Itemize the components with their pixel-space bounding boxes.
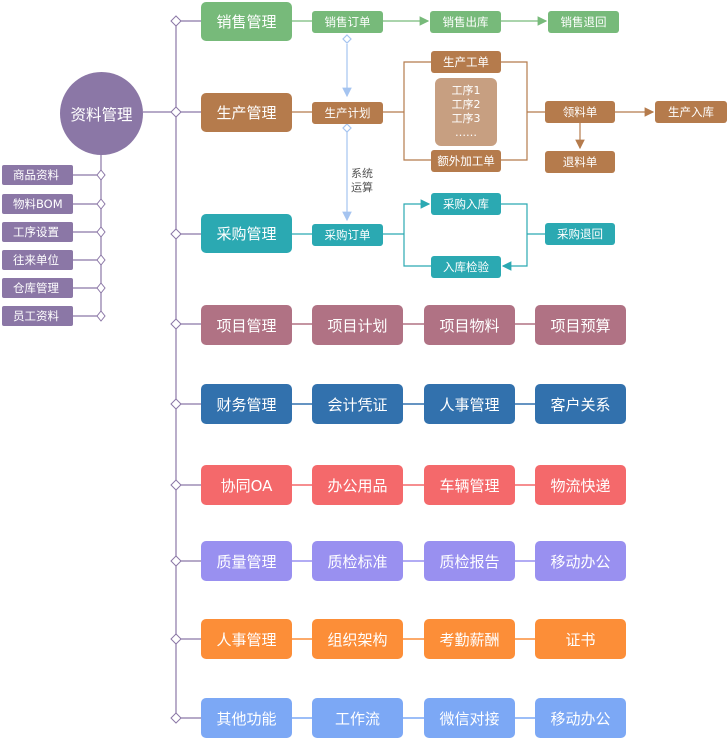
extra-processing-order[interactable]: 额外加工单 (431, 150, 501, 172)
module-row-5-item-3[interactable]: 移动办公 (535, 698, 626, 738)
module-row-4-item-2[interactable]: 考勤薪酬 (424, 619, 515, 659)
module-row-0-item-0[interactable]: 项目管理 (201, 305, 292, 345)
process-list: 工序1 工序2 工序3 …… (435, 78, 497, 146)
module-row-3-item-0[interactable]: 质量管理 (201, 541, 292, 581)
sales-outbound[interactable]: 销售出库 (430, 11, 501, 33)
production-plan[interactable]: 生产计划 (312, 102, 383, 124)
process-3: 工序3 (451, 112, 481, 125)
module-row-2-item-3[interactable]: 物流快递 (535, 465, 626, 505)
module-row-5-item-0[interactable]: 其他功能 (201, 698, 292, 738)
process-2: 工序2 (451, 98, 481, 111)
sales-management[interactable]: 销售管理 (201, 2, 292, 41)
left-item-warehouse[interactable]: 仓库管理 (2, 278, 73, 298)
module-row-0-item-1[interactable]: 项目计划 (312, 305, 403, 345)
purchase-management[interactable]: 采购管理 (201, 214, 292, 253)
process-1: 工序1 (451, 84, 481, 97)
module-row-2-item-1[interactable]: 办公用品 (312, 465, 403, 505)
left-item-partners[interactable]: 往来单位 (2, 250, 73, 270)
module-row-1-item-3[interactable]: 客户关系 (535, 384, 626, 424)
purchase-return[interactable]: 采购退回 (545, 223, 615, 245)
module-row-1-item-0[interactable]: 财务管理 (201, 384, 292, 424)
module-row-4-item-3[interactable]: 证书 (535, 619, 626, 659)
left-item-staff[interactable]: 员工资料 (2, 306, 73, 326)
module-row-3-item-3[interactable]: 移动办公 (535, 541, 626, 581)
left-item-goods[interactable]: 商品资料 (2, 165, 73, 185)
inbound-inspection[interactable]: 入库检验 (431, 256, 501, 278)
material-return-order[interactable]: 退料单 (545, 151, 615, 173)
module-row-0-item-3[interactable]: 项目预算 (535, 305, 626, 345)
production-work-order[interactable]: 生产工单 (431, 51, 501, 73)
purchase-inbound[interactable]: 采购入库 (431, 193, 501, 215)
production-inbound[interactable]: 生产入库 (655, 101, 727, 123)
module-row-1-item-2[interactable]: 人事管理 (424, 384, 515, 424)
sales-order[interactable]: 销售订单 (312, 11, 383, 33)
material-pick-order[interactable]: 领料单 (545, 101, 615, 123)
module-row-1-item-1[interactable]: 会计凭证 (312, 384, 403, 424)
sales-return[interactable]: 销售退回 (548, 11, 619, 33)
left-item-bom[interactable]: 物料BOM (2, 194, 73, 214)
module-row-5-item-2[interactable]: 微信对接 (424, 698, 515, 738)
module-row-0-item-2[interactable]: 项目物料 (424, 305, 515, 345)
system-calc-note: 系统 运算 (351, 167, 373, 194)
module-row-5-item-1[interactable]: 工作流 (312, 698, 403, 738)
process-more: …… (455, 126, 477, 139)
module-row-2-item-2[interactable]: 车辆管理 (424, 465, 515, 505)
center-node[interactable]: 资料管理 (60, 72, 143, 155)
left-item-process[interactable]: 工序设置 (2, 222, 73, 242)
module-row-4-item-1[interactable]: 组织架构 (312, 619, 403, 659)
module-row-3-item-2[interactable]: 质检报告 (424, 541, 515, 581)
purchase-order[interactable]: 采购订单 (312, 224, 383, 246)
production-management[interactable]: 生产管理 (201, 93, 292, 132)
module-row-3-item-1[interactable]: 质检标准 (312, 541, 403, 581)
module-row-4-item-0[interactable]: 人事管理 (201, 619, 292, 659)
module-row-2-item-0[interactable]: 协同OA (201, 465, 292, 505)
